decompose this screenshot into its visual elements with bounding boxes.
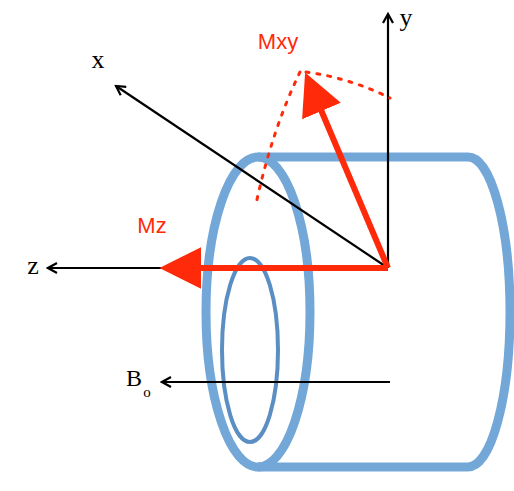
z-axis bbox=[48, 267, 388, 269]
bore-ring bbox=[222, 258, 278, 442]
field-subscript: o bbox=[143, 385, 151, 400]
axis-label: y bbox=[400, 5, 413, 31]
y-axis bbox=[387, 14, 389, 268]
vector-label: Mz bbox=[137, 215, 166, 237]
field-label: B bbox=[126, 366, 142, 390]
precession-cone bbox=[256, 72, 390, 204]
axis-label: x bbox=[92, 47, 105, 73]
axis-label: z bbox=[27, 253, 39, 279]
mz-vector bbox=[172, 265, 388, 271]
vector-label: Mxy bbox=[258, 31, 298, 53]
mxy-vector bbox=[310, 84, 388, 268]
b0-arrow bbox=[162, 381, 390, 383]
